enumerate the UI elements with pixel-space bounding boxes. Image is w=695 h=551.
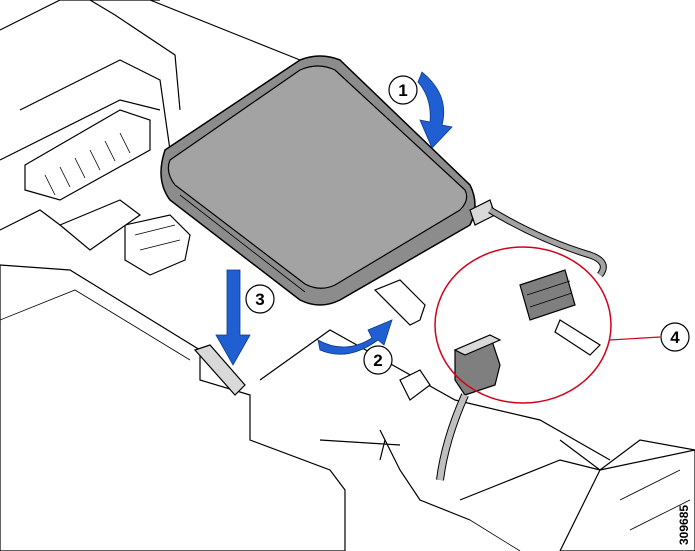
callout-4: 4 xyxy=(660,322,690,352)
connector-highlight-circle xyxy=(434,246,661,404)
callout-4-label: 4 xyxy=(670,328,680,347)
supercap-battery xyxy=(160,55,496,306)
press-down-arrow-3 xyxy=(215,269,251,366)
callout-1: 1 xyxy=(388,75,418,105)
callout-2: 2 xyxy=(363,345,393,375)
callout-1-label: 1 xyxy=(398,81,407,100)
callout-2-label: 2 xyxy=(373,351,382,370)
callout-3: 3 xyxy=(245,284,275,314)
battery-retainer-clip xyxy=(58,199,191,276)
callout-3-label: 3 xyxy=(255,290,264,309)
vent-grille xyxy=(24,109,151,201)
battery-connector xyxy=(519,269,601,356)
cable-connector xyxy=(436,334,502,481)
battery-cable xyxy=(488,206,607,278)
mounting-bracket xyxy=(193,279,431,401)
lower-battery-arrow-1 xyxy=(417,71,453,149)
figure-id: 309685 xyxy=(677,505,691,545)
slide-arrow-2 xyxy=(317,319,393,355)
